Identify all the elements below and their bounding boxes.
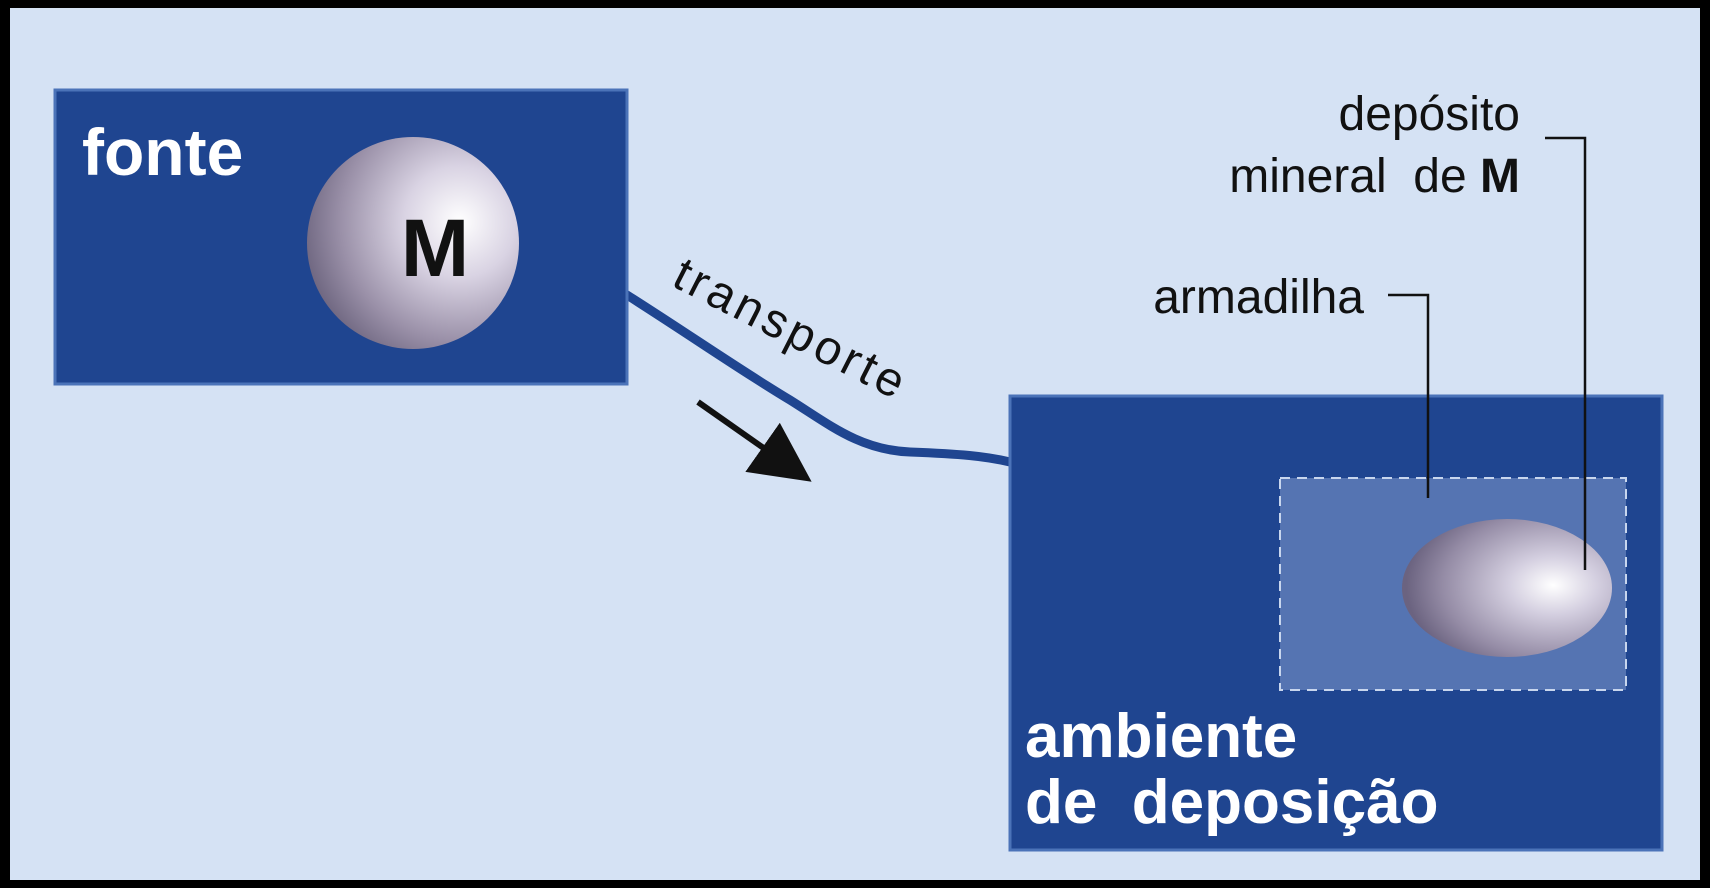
deposit-label-line2-symbol: M xyxy=(1480,150,1520,203)
deposit-leader-line xyxy=(1545,136,1587,570)
trap-leader-line xyxy=(1388,293,1430,498)
source-label: fonte xyxy=(82,115,243,189)
source-box: fonte M xyxy=(53,88,629,386)
deposit-label-line2: mineral de M xyxy=(1229,150,1520,203)
transport-river xyxy=(622,290,1015,467)
deposit-label-line1: depósito xyxy=(1339,88,1520,141)
deposition-label-line1: ambiente xyxy=(1025,702,1297,771)
deposit-label-line2-text: mineral de xyxy=(1229,150,1480,203)
deposition-environment-box: ambiente de deposição xyxy=(1008,394,1664,852)
source-mineral-symbol: M xyxy=(401,203,469,294)
source-mineral-sphere xyxy=(307,137,519,349)
transport-direction-arrow xyxy=(696,399,812,482)
trap-label: armadilha xyxy=(1153,271,1364,324)
deposition-label-line2: de deposição xyxy=(1025,768,1438,837)
mineral-deposit-body xyxy=(1402,519,1612,657)
